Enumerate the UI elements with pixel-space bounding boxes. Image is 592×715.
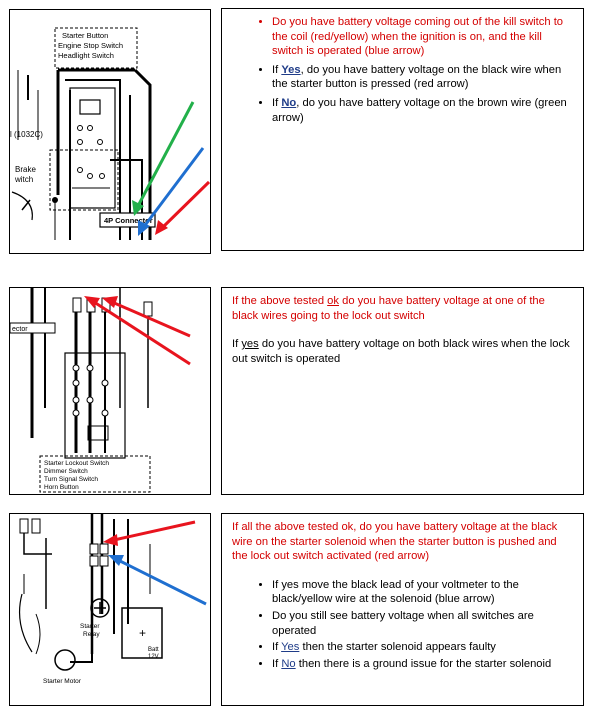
list-item: If Yes, do you have battery voltage on t…: [272, 63, 573, 92]
diagram-label: Starter Lockout Switch: [44, 460, 109, 467]
diagram-label: Starter Motor: [43, 678, 82, 685]
diagram-label: Headlight Switch: [58, 51, 114, 60]
diagram-label: ector: [12, 326, 28, 333]
emphasis-no: No: [281, 657, 296, 670]
red-arrow-icon: [102, 296, 191, 338]
emphasis-yes: Yes: [281, 63, 301, 76]
diagram-label: Relay: [83, 631, 100, 638]
blue-arrow-icon: [138, 147, 205, 236]
blue-arrow-icon: [108, 555, 207, 606]
battery-plus-icon: +: [139, 626, 146, 640]
diagram-label: Starter: [80, 623, 100, 630]
diagram-label: witch: [14, 175, 33, 184]
green-arrow-icon: [132, 101, 195, 216]
diagram-label: l (1032C): [10, 130, 43, 139]
red-arrow-icon: [155, 180, 210, 235]
instruction-paragraph-2: If yes do you have battery voltage on bo…: [232, 338, 570, 365]
question-heading-2: If the above tested ok do you have batte…: [232, 295, 545, 322]
diagram-label: Horn Button: [44, 484, 79, 491]
red-arrow-icon: [84, 296, 191, 366]
list-item: If yes move the black lead of your voltm…: [272, 578, 573, 607]
diagram-label: Batt: [148, 647, 159, 653]
diagram-label: Dimmer Switch: [44, 468, 88, 475]
diagram-label: 4P Connector: [104, 216, 153, 225]
diagram-starter-solenoid: Starter Relay + Batt 12V Starter Motor: [9, 513, 211, 706]
instruction-box-1: Do you have battery voltage coming out o…: [221, 8, 584, 251]
wiring-diagram-2: ector Starter Lockout Switch Dimmer Swit…: [10, 288, 191, 493]
diagram-kill-switch: Starter Button Engine Stop Switch Headli…: [9, 9, 211, 254]
wiring-diagram-1: Starter Button Engine Stop Switch Headli…: [10, 27, 210, 240]
emphasis-yes: Yes: [281, 641, 300, 654]
instruction-box-3: If all the above tested ok, do you have …: [221, 513, 584, 706]
list-item: If Yes then the starter solenoid appears…: [272, 640, 573, 655]
list-item: Do you have battery voltage coming out o…: [272, 15, 573, 59]
list-item: Do you still see battery voltage when al…: [272, 609, 573, 638]
diagram-label: Turn Signal Switch: [44, 476, 98, 483]
diagram-lockout-switch: ector Starter Lockout Switch Dimmer Swit…: [9, 287, 211, 495]
list-item: If No, do you have battery voltage on th…: [272, 96, 573, 125]
diagram-label: 12V: [148, 654, 159, 660]
diagram-label: Engine Stop Switch: [58, 41, 123, 50]
wiring-diagram-3: Starter Relay + Batt 12V Starter Motor: [19, 514, 207, 685]
red-arrow-icon: [103, 520, 196, 546]
diagram-label: Starter Button: [62, 31, 108, 40]
question-heading-3: If all the above tested ok, do you have …: [232, 521, 558, 563]
instruction-box-2: If the above tested ok do you have batte…: [221, 287, 584, 495]
list-item: If No then there is a ground issue for t…: [272, 657, 573, 672]
instruction-list-1: Do you have battery voltage coming out o…: [232, 15, 573, 125]
diagram-label: Brake: [15, 165, 36, 174]
instruction-list-3: If yes move the black lead of your voltm…: [232, 578, 573, 672]
emphasis-no: No: [281, 96, 297, 109]
